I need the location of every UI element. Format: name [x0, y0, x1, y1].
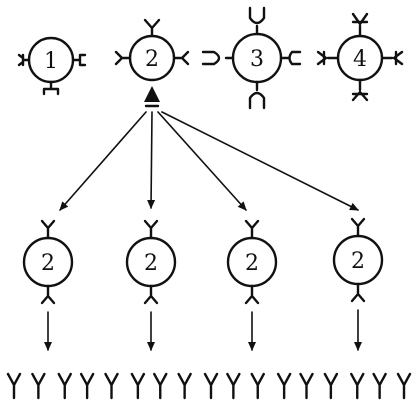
- cell-4: 4: [316, 12, 404, 102]
- cell-1-receptor-left: [17, 53, 31, 67]
- cell-3: 3: [201, 6, 302, 110]
- clone-1-receptor-top: [40, 219, 56, 240]
- antibody-icon: [177, 372, 192, 400]
- antibody-icon: [299, 372, 314, 400]
- arrow-to-clone-4: [161, 111, 359, 211]
- cell-4-receptor-bottom: [351, 78, 369, 102]
- clone-3-label: 2: [245, 251, 259, 276]
- clone-3-receptor-bottom: [244, 284, 260, 305]
- clone-2-label: 2: [144, 251, 158, 276]
- antibody-icon: [6, 372, 22, 400]
- cell-1: 1: [17, 36, 87, 96]
- arrow-to-clone-3: [157, 111, 247, 211]
- cell-4-receptor-top: [351, 12, 369, 38]
- cell-4-label: 4: [353, 47, 367, 72]
- antibody-icon: [57, 372, 72, 400]
- antibody-icon: [226, 372, 241, 400]
- antibody-icon: [350, 372, 365, 400]
- cell-2-receptor-right: [172, 50, 190, 66]
- clone-cell-1: 2: [22, 219, 74, 305]
- cell-3-receptor-left: [201, 50, 235, 66]
- clone-cell-3: 2: [226, 219, 278, 305]
- cell-2-receptor-left: [114, 50, 132, 66]
- clone-3-receptor-top: [244, 219, 260, 240]
- cell-4-receptor-right: [380, 50, 404, 66]
- proliferation-arrows: [59, 111, 359, 211]
- antibody-icon: [276, 372, 292, 400]
- antibody-row: [6, 372, 412, 400]
- arrow-to-clone-1: [59, 111, 147, 211]
- clone-2-receptor-bottom: [143, 284, 159, 305]
- clone-cell-2: 2: [125, 219, 177, 305]
- clone-4-label: 2: [351, 249, 365, 274]
- antigen-bound-marker: [144, 86, 160, 102]
- cell-1-label: 1: [44, 49, 58, 74]
- cell-3-receptor-top: [248, 6, 266, 36]
- antibody-icon: [323, 372, 339, 400]
- cell-3-receptor-right: [279, 50, 302, 66]
- clone-2-receptor-top: [143, 219, 159, 240]
- secretion-arrows: [44, 309, 362, 351]
- antibody-icon: [372, 372, 387, 400]
- clone-1-receptor-bottom: [40, 284, 56, 305]
- clone-4-receptor-top: [350, 217, 366, 238]
- clone-4-receptor-bottom: [350, 282, 366, 303]
- antibody-icon: [31, 372, 46, 400]
- cell-4-receptor-left: [316, 50, 340, 66]
- antibody-icon: [130, 372, 146, 400]
- cell-1-receptor-right: [71, 53, 87, 67]
- antibody-icon: [203, 372, 219, 400]
- antibody-icon: [250, 372, 265, 400]
- clone-1-label: 2: [41, 251, 55, 276]
- cell-1-receptor-bottom: [42, 80, 60, 96]
- arrow-to-clone-2: [147, 111, 156, 209]
- antibody-icon: [396, 372, 412, 400]
- cell-2-selected: 2: [114, 18, 190, 108]
- cell-2-label: 2: [145, 47, 159, 72]
- clone-cell-4: 2: [332, 217, 384, 303]
- antibody-icon: [153, 372, 168, 400]
- cell-3-label: 3: [250, 47, 264, 72]
- antibody-icon: [79, 372, 95, 400]
- cell-2-receptor-top: [143, 18, 161, 38]
- antibody-icon: [104, 372, 119, 400]
- cell-3-receptor-bottom: [248, 80, 266, 110]
